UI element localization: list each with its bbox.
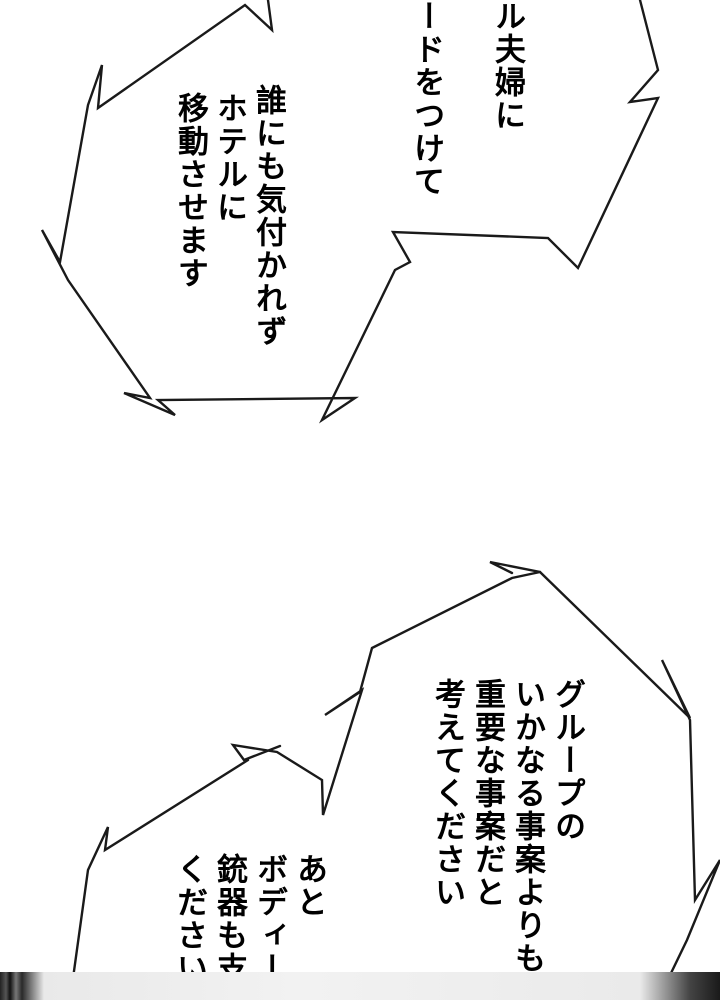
balloon-right-line-4: 考えてください: [429, 678, 465, 909]
balloon-right-line-3: 重要な事案だと: [469, 678, 505, 909]
balloon-top-line-5: 移動させます: [172, 92, 208, 290]
balloon-top-line-4: ホテルに: [211, 92, 247, 224]
speech-balloon-right-outline: [489, 560, 720, 1000]
balloon-right-line-2: いかなる事案よりも: [509, 678, 545, 975]
balloon-top-line-3: 誰にも気付かれず: [250, 84, 286, 348]
balloon-left-line-1: あと: [291, 853, 327, 919]
speech-balloon-top-outline: [40, 0, 661, 424]
speech-balloon-right-join: [230, 570, 542, 816]
balloon-left-line-4: ください: [171, 853, 207, 985]
next-panel-edge: [0, 972, 720, 1000]
balloon-top-line-2: ードをつけて: [408, 0, 444, 198]
balloon-right-line-1: グループの: [549, 678, 585, 843]
balloon-top-line-1: ル夫婦に: [489, 0, 525, 132]
speech-balloon-left-outline: [68, 758, 250, 1000]
